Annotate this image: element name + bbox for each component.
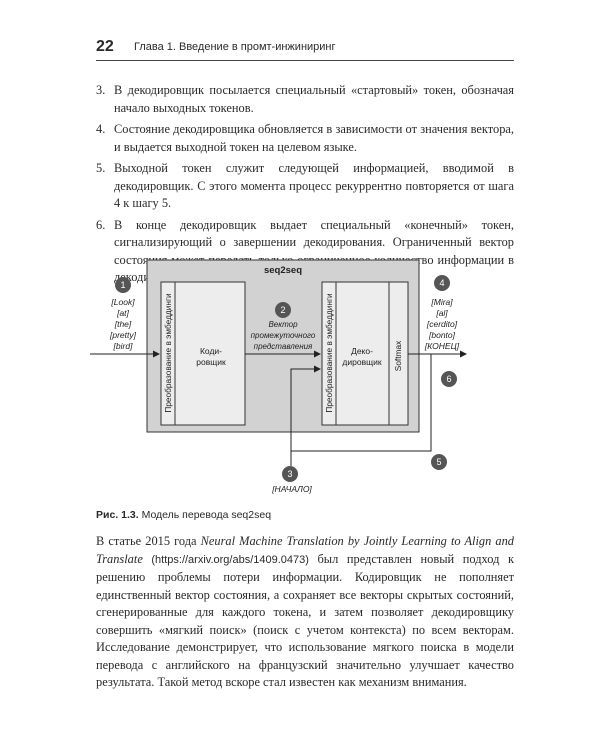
decoder-label-line2: дировщик <box>342 357 381 367</box>
step-marker-4 <box>434 275 450 291</box>
start-token-label: [НАЧАЛО] <box>271 484 312 494</box>
seq2seq-title: seq2seq <box>264 265 302 276</box>
vector-label-line2: промежуточного <box>251 331 316 340</box>
step-marker-6-label: 6 <box>446 374 451 384</box>
softmax-label: Softmax <box>393 340 403 371</box>
list-item: 4. Состояние декодировщика обновляется в… <box>96 121 514 156</box>
paper-title: Neural Machine Translation by Jointly Le… <box>96 534 514 566</box>
list-item-text: В декодировщик посылается специальный «с… <box>114 83 514 115</box>
encoder-label-line1: Коди- <box>200 346 222 356</box>
vector-label-line1: Вектор <box>268 320 298 329</box>
encoder-label-line2: ровщик <box>196 357 226 367</box>
input-token: [bird] <box>113 341 134 351</box>
output-token: [cerdito] <box>426 319 458 329</box>
step-marker-3-label: 3 <box>287 469 292 479</box>
running-title: Глава 1. Введение в промт-инжиниринг <box>134 41 336 53</box>
list-item-number: 5. <box>96 161 106 175</box>
step-marker-4-label: 4 <box>439 278 444 288</box>
list-item-text: Состояние декодировщика обновляется в за… <box>114 122 514 154</box>
step-marker-1 <box>115 277 131 293</box>
list-item-text: Выходной токен служит следующей информац… <box>114 161 514 210</box>
feedback-loop-line <box>291 354 432 452</box>
list-item-number: 6. <box>96 217 106 232</box>
step-marker-5 <box>431 454 447 470</box>
input-token: [at] <box>116 308 129 318</box>
list-item: 5. Выходной токен служит следующей инфор… <box>96 160 514 213</box>
seq2seq-figure: seq2seq Преобразование в эмбеддинги Коди… <box>90 258 470 503</box>
list-item-number: 3. <box>96 83 106 97</box>
step-marker-1-label: 1 <box>120 280 125 290</box>
start-token-arrow <box>290 365 321 466</box>
output-token: [Mira] <box>430 297 453 307</box>
encoder-embedding-label: Преобразование в эмбеддинги <box>163 293 173 413</box>
decoder-embedding-label: Преобразование в эмбеддинги <box>324 293 334 413</box>
step-marker-2 <box>275 302 291 318</box>
step-marker-5-label: 5 <box>436 457 441 467</box>
step-marker-2-label: 2 <box>280 305 285 315</box>
paper-url[interactable]: (https://arxiv.org/abs/1409.0473) <box>142 553 318 566</box>
vector-label-line3: представления <box>254 342 313 351</box>
caption-text: Модель перевода seq2seq <box>138 509 272 521</box>
page-header: 22 Глава 1. Введение в промт-инжиниринг <box>96 38 514 61</box>
figure-caption: Рис. 1.3. Модель перевода seq2seq <box>96 509 514 521</box>
step-marker-3 <box>282 466 298 482</box>
paragraph-part2: был представлен новый подход к решению п… <box>96 551 514 690</box>
step-marker-6 <box>441 371 457 387</box>
page-number: 22 <box>96 38 114 55</box>
list-item-number: 4. <box>96 122 106 136</box>
paragraph-part1: В статье 2015 года <box>96 534 201 548</box>
output-token: [al] <box>435 308 448 318</box>
seq2seq-diagram: seq2seq Преобразование в эмбеддинги Коди… <box>90 259 467 494</box>
body-paragraph: В статье 2015 года Neural Machine Transl… <box>96 533 514 692</box>
input-token: [pretty] <box>109 330 137 340</box>
input-token: [the] <box>114 319 132 329</box>
input-token: [Look] <box>110 297 135 307</box>
caption-label: Рис. 1.3. <box>96 509 139 521</box>
decoder-label-line1: Деко- <box>351 346 373 356</box>
output-token: [КОНЕЦ] <box>424 341 460 351</box>
list-item: 3. В декодировщик посылается специальный… <box>96 82 514 117</box>
output-token: [bonto] <box>428 330 456 340</box>
